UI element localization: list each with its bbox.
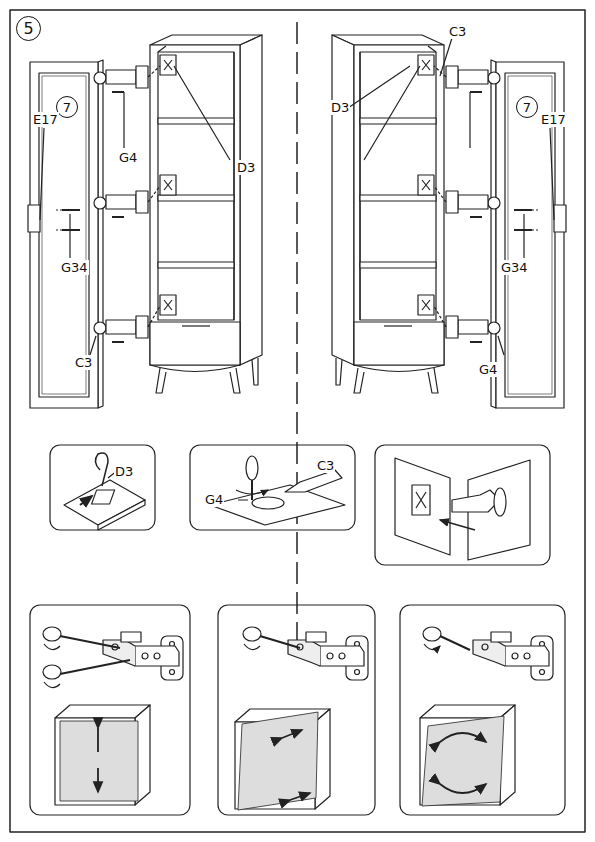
part-label: C3: [316, 458, 335, 473]
part-label: G4: [478, 362, 498, 377]
callout-number: 7: [63, 101, 71, 114]
step-circle: 5: [16, 16, 41, 41]
part-label: D3: [236, 160, 256, 175]
part-label: G4: [204, 492, 224, 507]
part-label: D3: [114, 464, 134, 479]
step-circle: 7: [56, 96, 78, 118]
part-label: G4: [118, 150, 138, 165]
part-label: D3: [330, 100, 350, 115]
callout-number: 5: [23, 21, 33, 37]
part-label: E17: [540, 112, 567, 127]
part-label: E17: [32, 112, 59, 127]
callout-number: 7: [523, 101, 531, 114]
part-label: C3: [448, 24, 467, 39]
part-label: G34: [60, 260, 89, 275]
part-label: C3: [74, 355, 93, 370]
step-circle: 7: [516, 96, 538, 118]
part-label: G34: [500, 260, 529, 275]
